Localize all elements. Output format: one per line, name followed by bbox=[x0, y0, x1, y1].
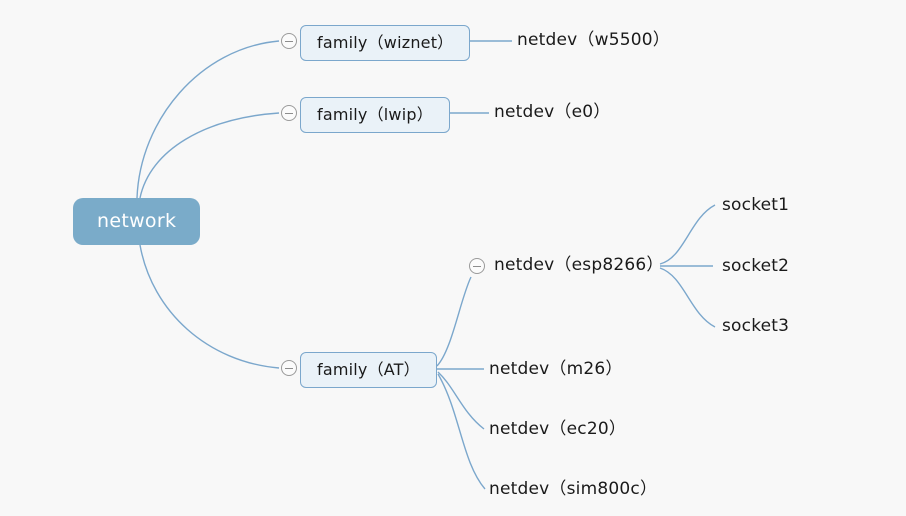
node-netdev-m26[interactable]: netdev（m26） bbox=[489, 359, 623, 379]
node-socket1[interactable]: socket1 bbox=[722, 195, 790, 215]
edge-at-to-esp8266 bbox=[436, 276, 472, 367]
collapse-toggle-icon-wiznet[interactable] bbox=[281, 33, 297, 49]
collapse-toggle-icon-lwip[interactable] bbox=[281, 105, 297, 121]
collapse-toggle-icon-at[interactable] bbox=[281, 360, 297, 376]
edge-at-to-ec20 bbox=[437, 371, 485, 430]
node-family-wiznet[interactable]: family（wiznet） bbox=[300, 25, 471, 61]
collapse-toggle-icon-esp8266[interactable] bbox=[469, 258, 485, 274]
node-netdev-w5500[interactable]: netdev（w5500） bbox=[517, 30, 670, 50]
node-netdev-e0[interactable]: netdev（e0） bbox=[494, 102, 611, 122]
node-netdev-esp8266[interactable]: netdev（esp8266） bbox=[494, 255, 664, 275]
node-family-lwip[interactable]: family（lwip） bbox=[300, 97, 450, 133]
edge-root-to-at bbox=[139, 244, 280, 369]
node-socket3[interactable]: socket3 bbox=[722, 316, 790, 336]
node-socket2[interactable]: socket2 bbox=[722, 256, 790, 276]
edge-esp8266-to-socket3 bbox=[659, 267, 716, 328]
node-netdev-ec20[interactable]: netdev（ec20） bbox=[489, 419, 627, 439]
edge-root-to-wiznet bbox=[136, 40, 280, 199]
root-node-network[interactable]: network bbox=[73, 198, 201, 245]
edge-root-to-lwip bbox=[139, 112, 280, 199]
edge-esp8266-to-socket1 bbox=[659, 204, 716, 265]
node-family-at[interactable]: family（AT） bbox=[300, 352, 437, 388]
edge-at-to-sim800c bbox=[437, 373, 486, 490]
node-netdev-sim800c[interactable]: netdev（sim800c） bbox=[489, 479, 658, 499]
